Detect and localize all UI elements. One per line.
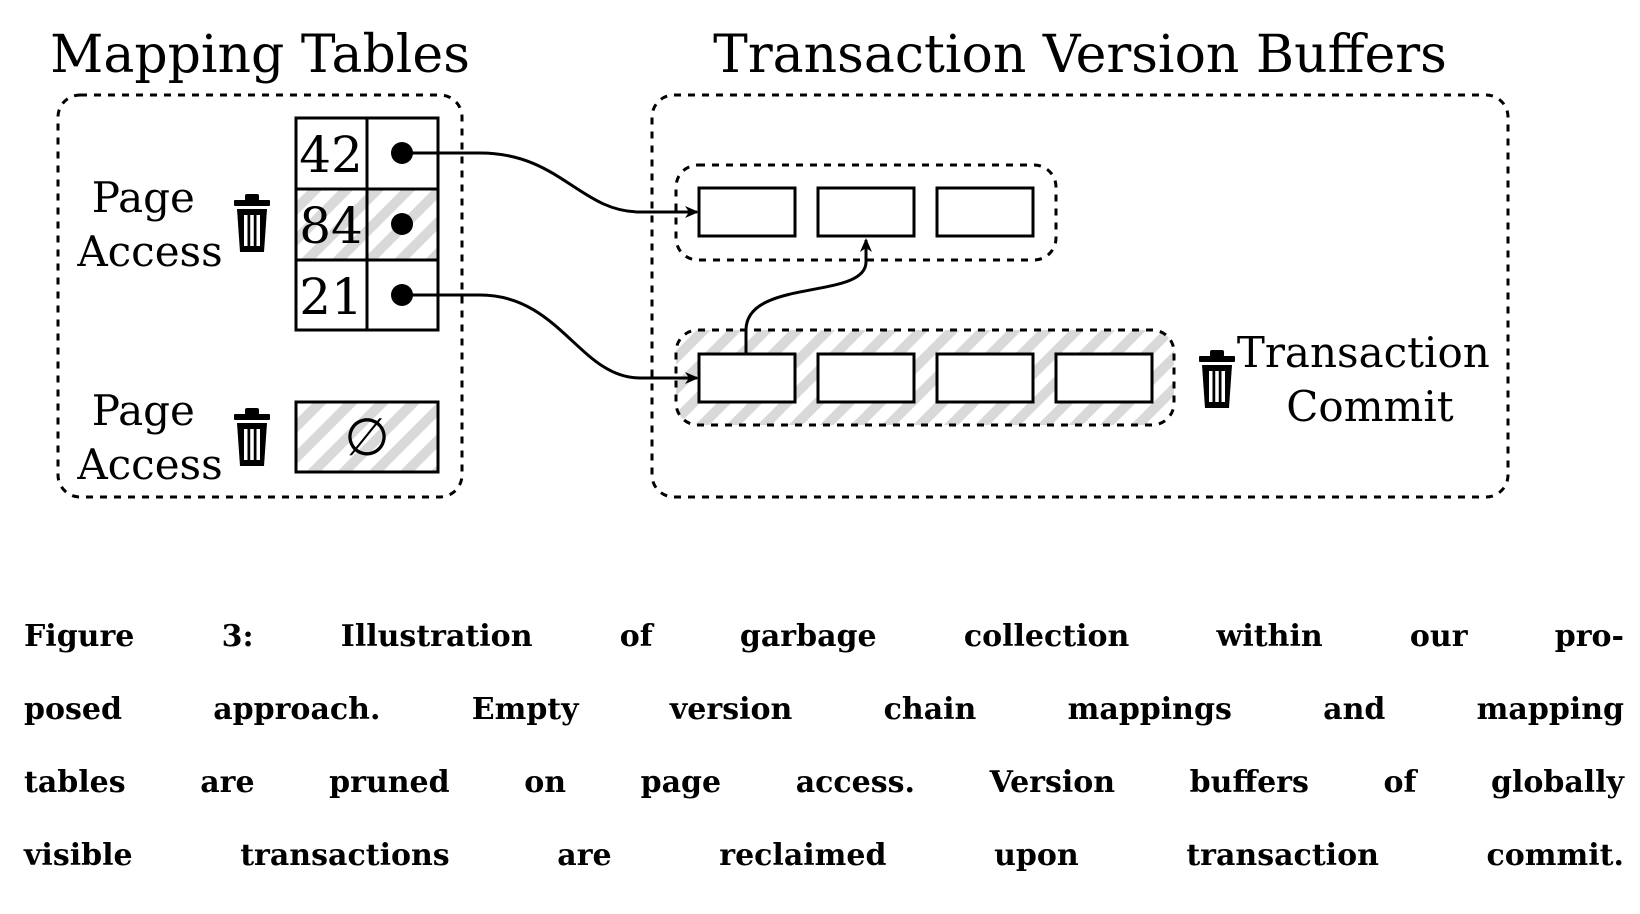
page-access-label-top: Page Access: [76, 173, 222, 276]
version-chain-lower: [674, 328, 1176, 427]
arrow-42-to-chain: [402, 151, 699, 218]
empty-mapping-table: ∅: [294, 400, 440, 474]
version-buffer: [1054, 352, 1154, 404]
version-buffer: [935, 352, 1035, 404]
empty-set-symbol: ∅: [344, 408, 389, 468]
version-buffers-title: Transaction Version Buffers: [713, 25, 1447, 85]
trash-icon: [234, 408, 270, 466]
mapping-tables-title: Mapping Tables: [50, 25, 470, 85]
caption-line: visible transactions are reclaimed upon …: [24, 838, 1624, 873]
version-buffer: [816, 352, 916, 404]
table-key-21: 21: [299, 268, 363, 326]
page-access-label-bottom: Page Access: [76, 386, 222, 489]
trash-icon: [1199, 350, 1235, 408]
gc-diagram: Mapping Tables Transaction Version Buffe…: [50, 25, 1510, 499]
version-chain-upper: [674, 163, 1058, 262]
mapping-table: 42 84 21: [294, 116, 440, 332]
version-buffer: [935, 186, 1035, 238]
pointer-dot-84: [391, 213, 413, 235]
transaction-commit-label: Transaction Commit: [1237, 328, 1503, 431]
table-key-84: 84: [299, 197, 363, 255]
version-buffer: [697, 352, 797, 404]
caption-line: tables are pruned on page access. Versio…: [24, 765, 1624, 800]
table-key-42: 42: [299, 126, 363, 184]
version-buffer: [816, 186, 916, 238]
caption-line: Figure 3: Illustration of garbage collec…: [24, 619, 1624, 654]
mapping-tables-container: [56, 93, 464, 499]
version-buffer: [697, 186, 797, 238]
arrow-version-link: [744, 238, 872, 354]
figure-caption: Figure 3: Illustration of garbage collec…: [24, 600, 1624, 892]
arrow-21-to-chain: [402, 293, 699, 384]
trash-icon: [234, 194, 270, 252]
version-buffers-container: [650, 93, 1510, 499]
caption-line: posed approach. Empty version chain mapp…: [24, 692, 1624, 727]
